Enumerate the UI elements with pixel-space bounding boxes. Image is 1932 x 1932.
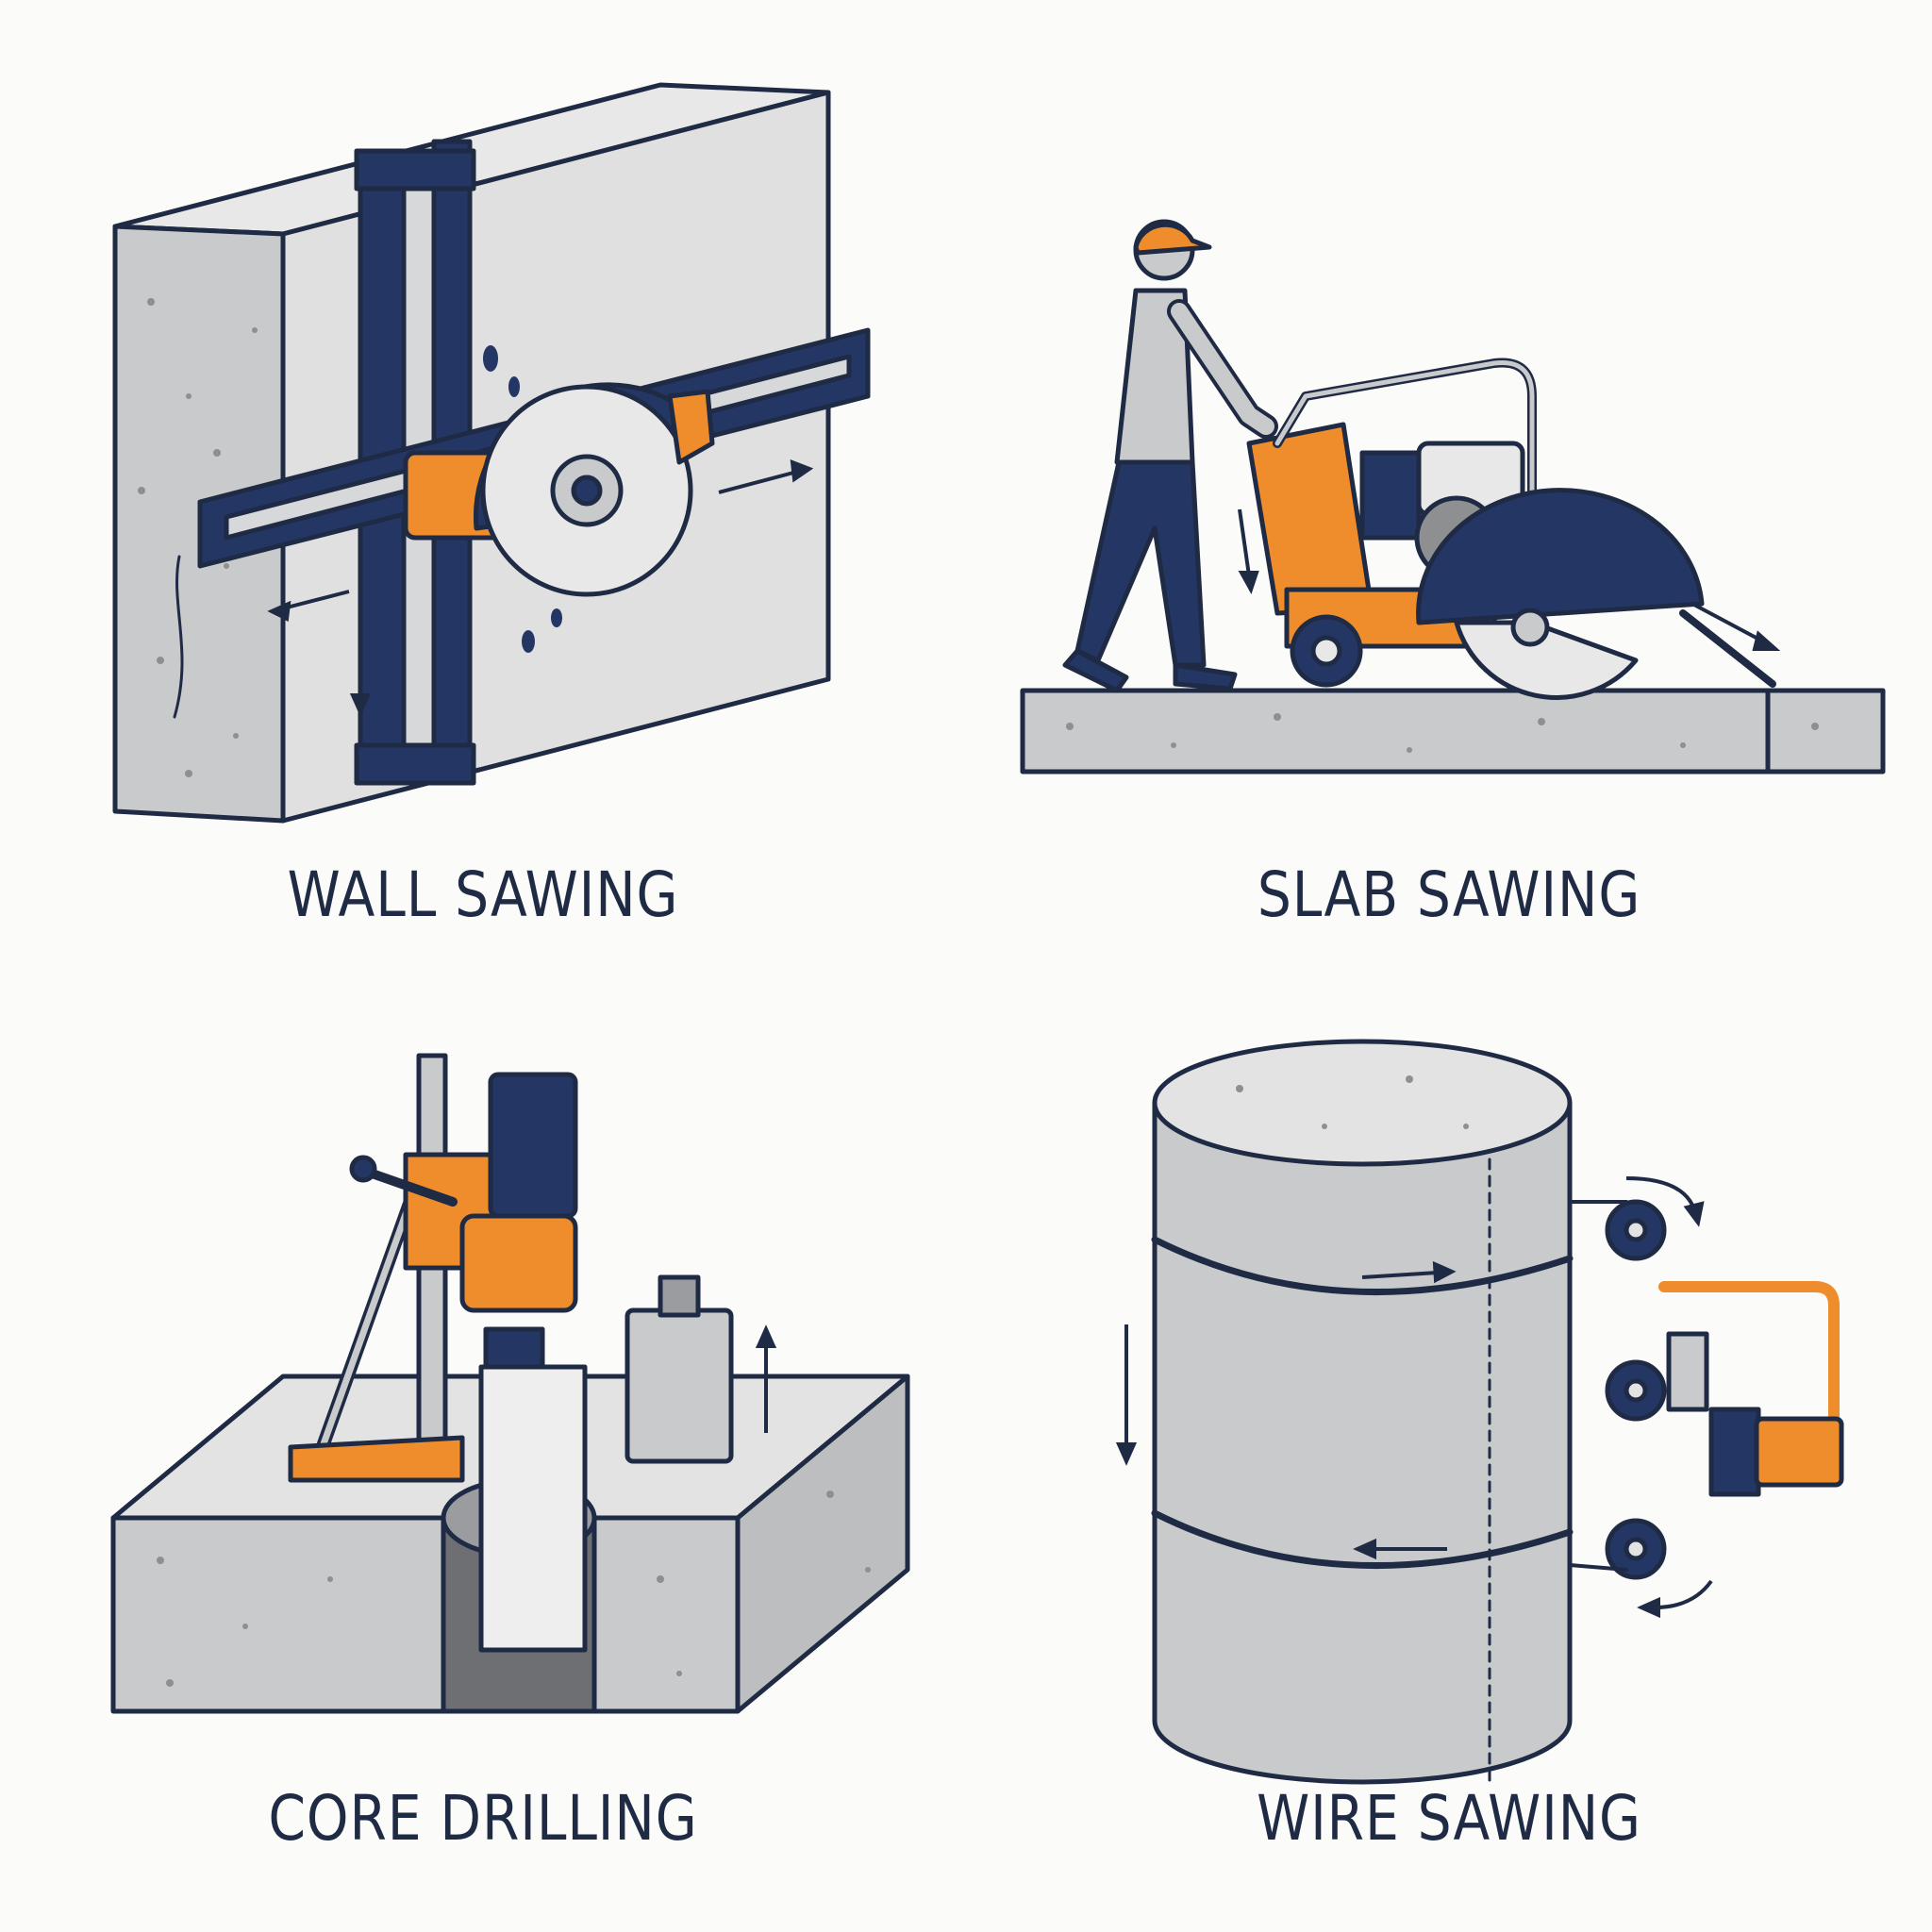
wall-saw-icon bbox=[112, 82, 871, 824]
core-drilling-panel: CORE DRILLING bbox=[0, 966, 966, 1932]
wire-sawing-panel: WIRE SAWING bbox=[966, 966, 1932, 1932]
core-drilling-label: CORE DRILLING bbox=[268, 1782, 698, 1855]
wire-saw-icon bbox=[1115, 1039, 1844, 1785]
wall-sawing-panel: WALL SAWING bbox=[0, 0, 966, 966]
wall-sawing-label: WALL SAWING bbox=[287, 858, 679, 931]
slab-sawing-label: SLAB SAWING bbox=[1257, 858, 1641, 931]
slab-sawing-panel: SLAB SAWING bbox=[966, 0, 1932, 966]
slab-saw-icon bbox=[1020, 219, 1886, 774]
wire-sawing-label: WIRE SAWING bbox=[1257, 1782, 1641, 1855]
core-drill-icon bbox=[110, 1053, 910, 1714]
